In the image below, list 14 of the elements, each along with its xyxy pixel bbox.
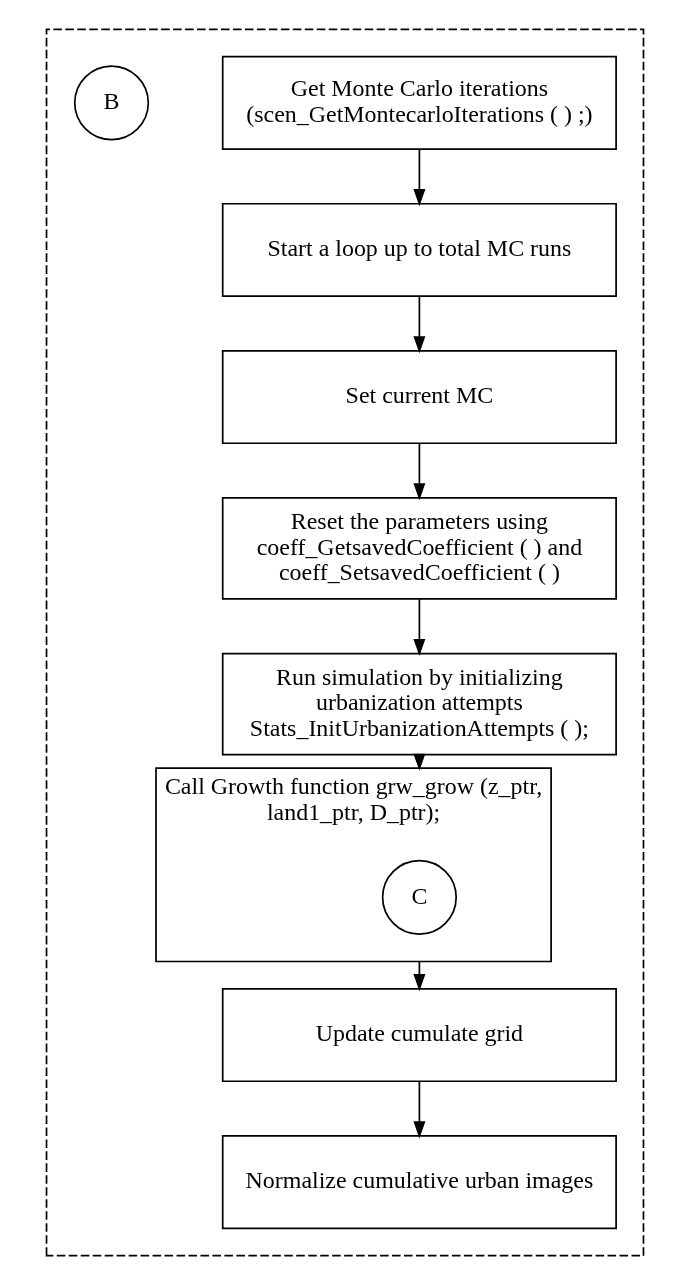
cluster [45,28,644,1257]
node-box: Start a loop up to total MC runs [221,202,617,297]
node-box: Get Monte Carlo iterations (scen_GetMontecarloIterations ( ) ;) [221,55,617,150]
arrow [412,1080,425,1139]
node-circle: B [73,65,149,141]
node-box: Set current MC [221,350,617,445]
node-box: Update cumulate grid [221,988,617,1083]
arrow [412,295,425,354]
node-box: Reset the parameters using coeff_GetsavedCoefficient ( ) and coeff_SetsavedCoefficient ( ) [221,497,617,600]
arrow [412,148,425,207]
arrow [412,443,425,501]
node-box: Normalize cumulative urban images [221,1135,617,1230]
node-circle: C [381,859,457,935]
arrow [412,598,425,657]
